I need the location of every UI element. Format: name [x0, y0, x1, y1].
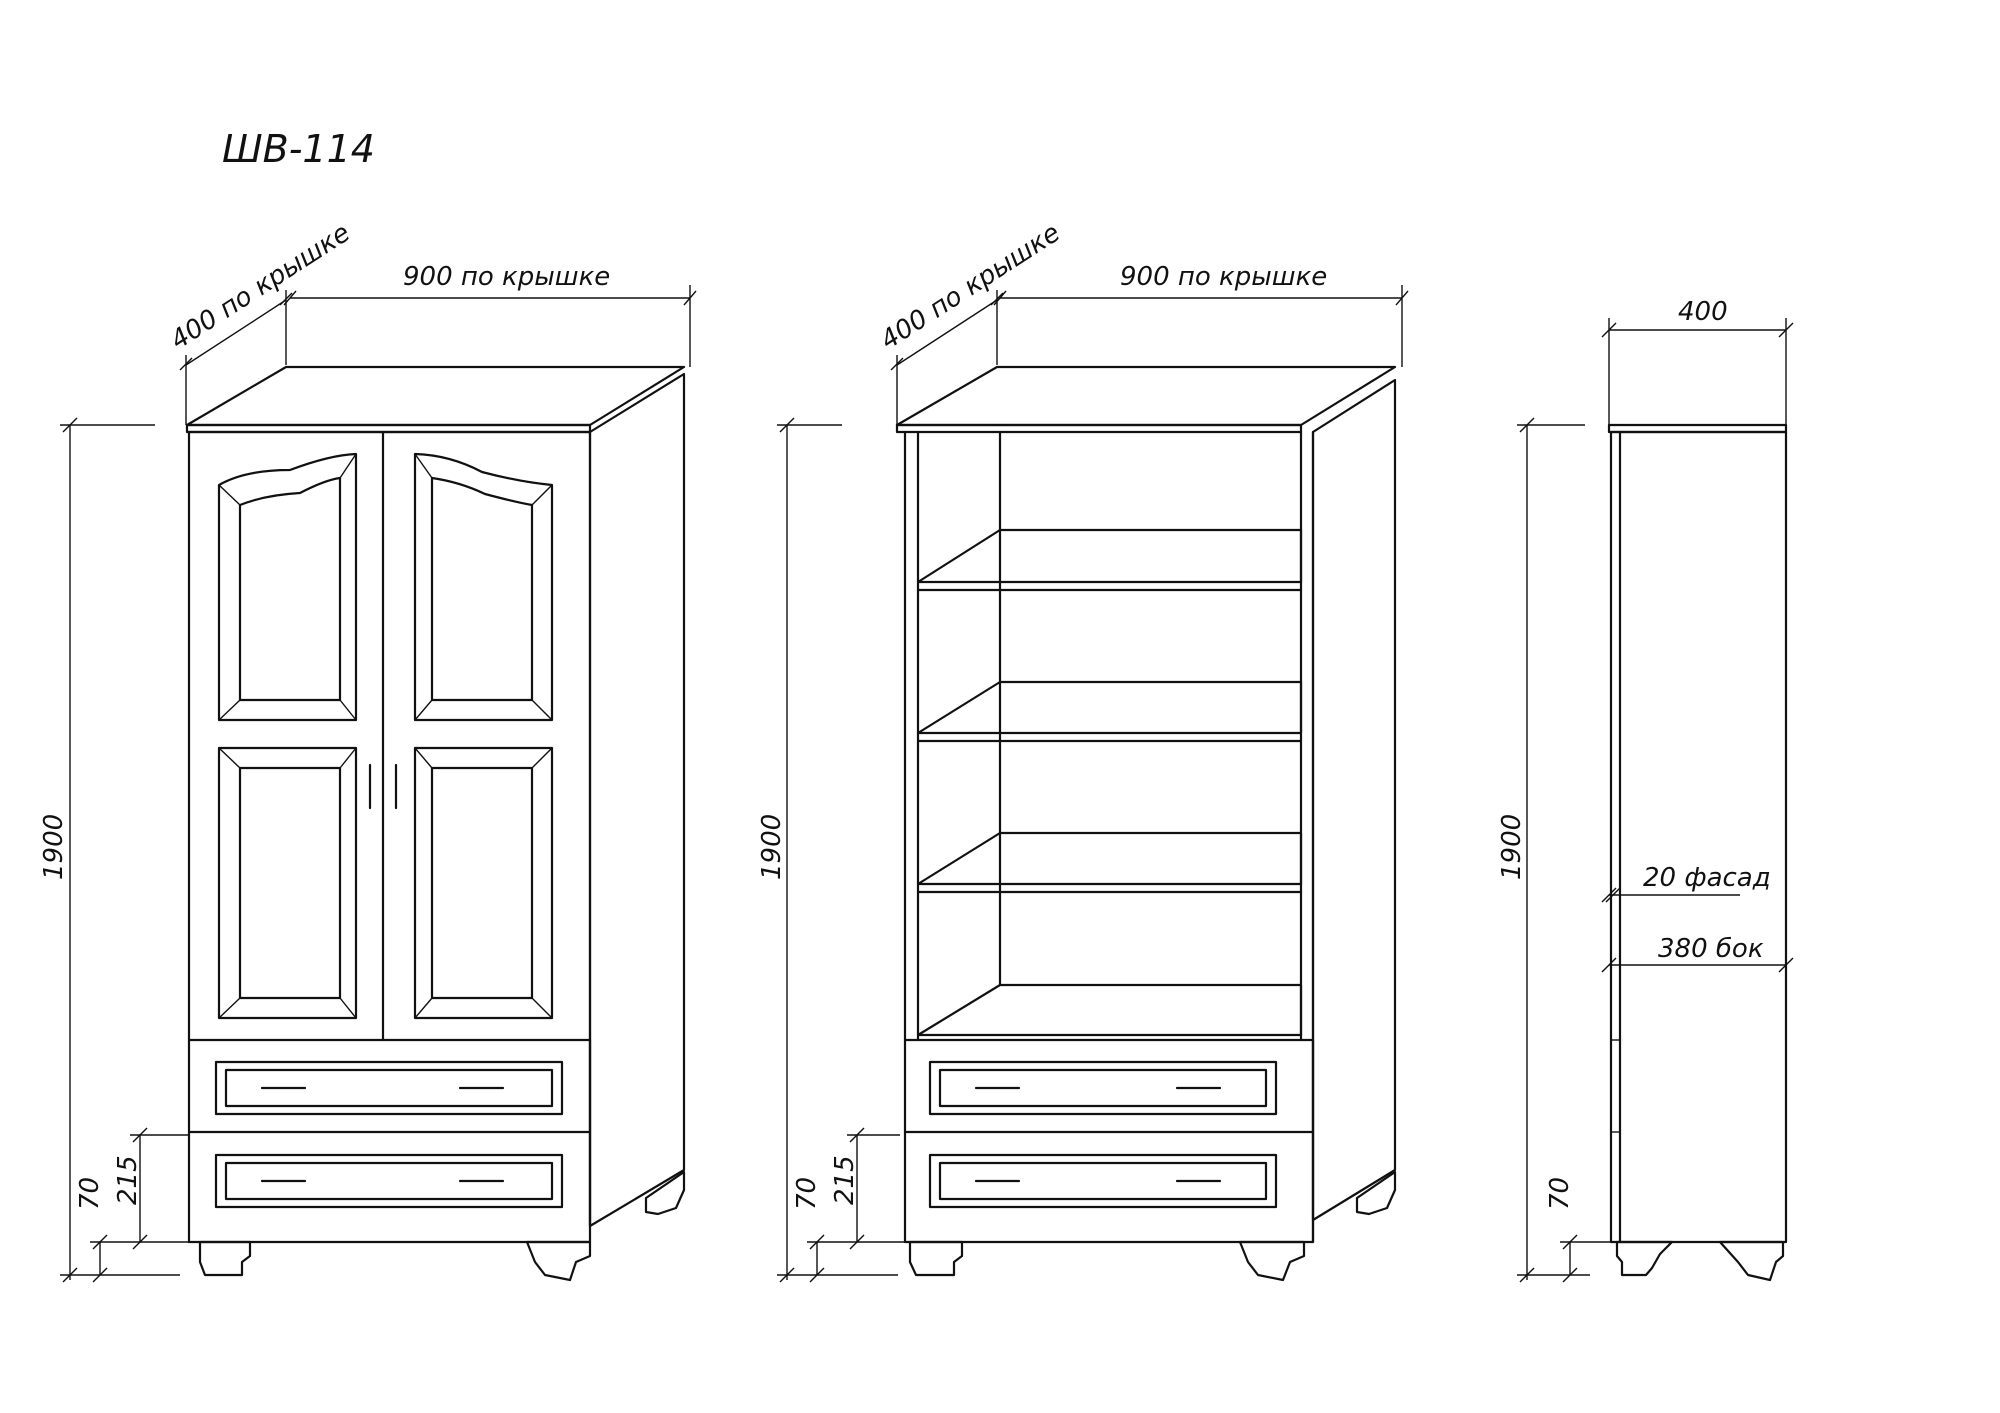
wardrobe-closed-view: 400 по крышке 900 по крышке 1900 70 215 — [39, 218, 697, 1283]
leg-front-right — [525, 1240, 592, 1282]
open-depth-label: 400 по крышке — [875, 218, 1065, 356]
open-drawer-block — [903, 1038, 1315, 1244]
closed-height-label: 1900 — [39, 814, 69, 880]
closed-drawer-label: 215 — [113, 1155, 143, 1205]
open-carcass-side — [1311, 378, 1397, 1222]
open-lid-top — [895, 365, 1397, 427]
drawer-upper-panel — [214, 1060, 564, 1116]
leg-back-right — [644, 1170, 686, 1216]
closed-width-label: 900 по крышке — [403, 262, 610, 292]
side-leg-label: 70 — [1545, 1177, 1575, 1210]
shelf-2 — [916, 680, 1303, 743]
closed-depth-label: 400 по крышке — [165, 218, 355, 356]
leg-front-left — [198, 1240, 252, 1277]
door-left-lower-panel — [217, 746, 358, 1020]
drawer-lower-panel — [214, 1153, 564, 1209]
open-leg-label: 70 — [792, 1177, 822, 1210]
side-depth-label: 400 — [1678, 297, 1728, 327]
side-height-label: 1900 — [1497, 814, 1527, 880]
drawing-title: ШВ-114 — [222, 127, 375, 171]
door-right-lower-panel — [413, 746, 554, 1020]
door-right-arch-inner — [430, 476, 534, 702]
side-panel — [1609, 430, 1788, 1244]
open-height-label: 1900 — [757, 814, 787, 880]
side-facade-label: 20 фасад — [1643, 863, 1771, 893]
carcass-front — [187, 430, 592, 1244]
shelf-bottom — [916, 983, 1303, 1037]
door-left-arch-outer — [217, 452, 358, 722]
door-right-arch-outer — [413, 452, 554, 722]
shelf-3 — [916, 831, 1303, 894]
door-left-arch-inner — [238, 476, 342, 702]
open-width-label: 900 по крышке — [1120, 262, 1327, 292]
carcass-side — [588, 372, 686, 1228]
closed-leg-label: 70 — [75, 1177, 105, 1210]
open-lid-front — [895, 423, 1303, 434]
side-panel-label: 380 бок — [1658, 934, 1764, 964]
wardrobe-open-view: 400 по крышке 900 по крышке 1900 70 215 — [757, 218, 1409, 1283]
shelf-1 — [916, 528, 1303, 592]
lid-top — [185, 365, 686, 427]
wardrobe-side-view: 400 1900 20 фасад 380 бок 70 — [1497, 297, 1794, 1283]
open-drawer-label: 215 — [830, 1155, 860, 1205]
